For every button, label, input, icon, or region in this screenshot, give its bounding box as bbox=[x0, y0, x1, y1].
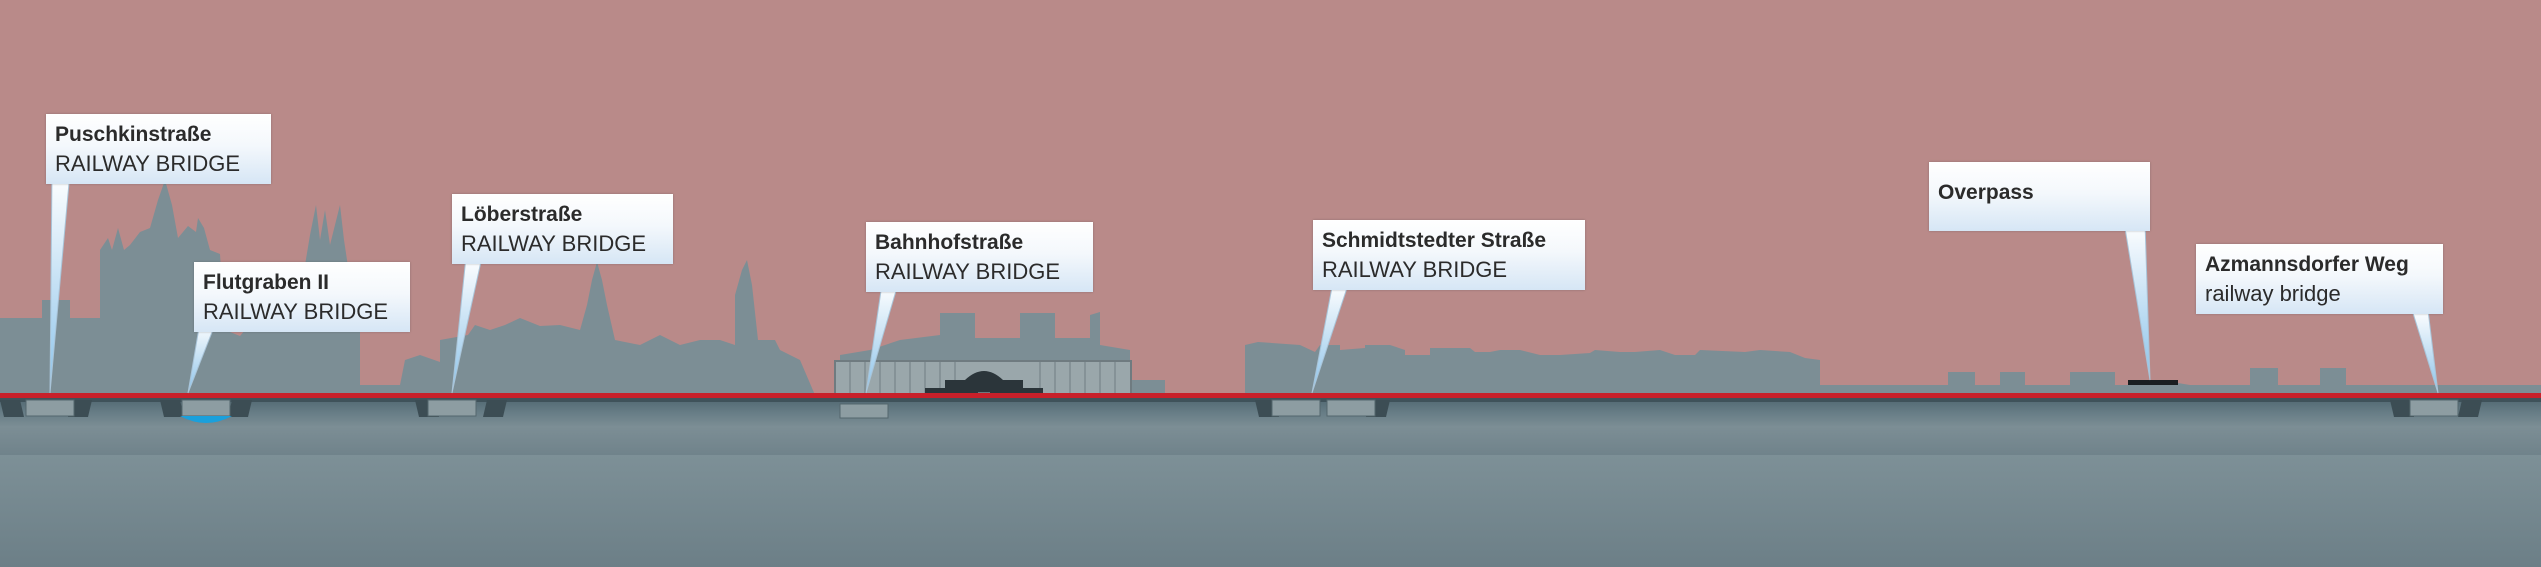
bridge-name: Löberstraße bbox=[461, 203, 583, 226]
callout-overpass: Overpass bbox=[1929, 162, 2150, 231]
bridge-type: RAILWAY BRIDGE bbox=[1322, 257, 1508, 282]
callout-loeberstrasse: Löberstraße RAILWAY BRIDGE bbox=[452, 194, 673, 264]
callout-bahnhofstrasse: Bahnhofstraße RAILWAY BRIDGE bbox=[866, 222, 1093, 292]
bridge-name: Overpass bbox=[1938, 181, 2034, 204]
bridge-name: Puschkinstraße bbox=[55, 123, 212, 146]
bridge-name: Azmannsdorfer Weg bbox=[2205, 253, 2409, 276]
railway-line bbox=[0, 393, 2541, 398]
bridge-type: railway bridge bbox=[2205, 281, 2341, 306]
bridge-type: RAILWAY BRIDGE bbox=[461, 231, 647, 256]
bridge-name: Schmidtstedter Straße bbox=[1322, 229, 1547, 252]
callout-puschkinstrasse: Puschkinstraße RAILWAY BRIDGE bbox=[46, 114, 271, 184]
bridge-type: RAILWAY BRIDGE bbox=[203, 299, 389, 324]
bridge-name: Flutgraben II bbox=[203, 271, 329, 294]
bridge-type: RAILWAY BRIDGE bbox=[875, 259, 1061, 284]
bridge-name: Bahnhofstraße bbox=[875, 231, 1024, 254]
bridge-structures bbox=[0, 380, 2482, 423]
callout-flutgraben-ii: Flutgraben II RAILWAY BRIDGE bbox=[194, 262, 410, 332]
ground-lower bbox=[0, 455, 2541, 567]
callout-schmidtstedter-strasse: Schmidtstedter Straße RAILWAY BRIDGE bbox=[1313, 220, 1585, 290]
flutgraben-water bbox=[180, 416, 232, 423]
city-skyline bbox=[0, 180, 2541, 395]
overpass-deck bbox=[2128, 380, 2178, 385]
bridge-type: RAILWAY BRIDGE bbox=[55, 151, 241, 176]
callout-azmannsdorfer-weg: Azmannsdorfer Weg railway bridge bbox=[2196, 244, 2443, 314]
